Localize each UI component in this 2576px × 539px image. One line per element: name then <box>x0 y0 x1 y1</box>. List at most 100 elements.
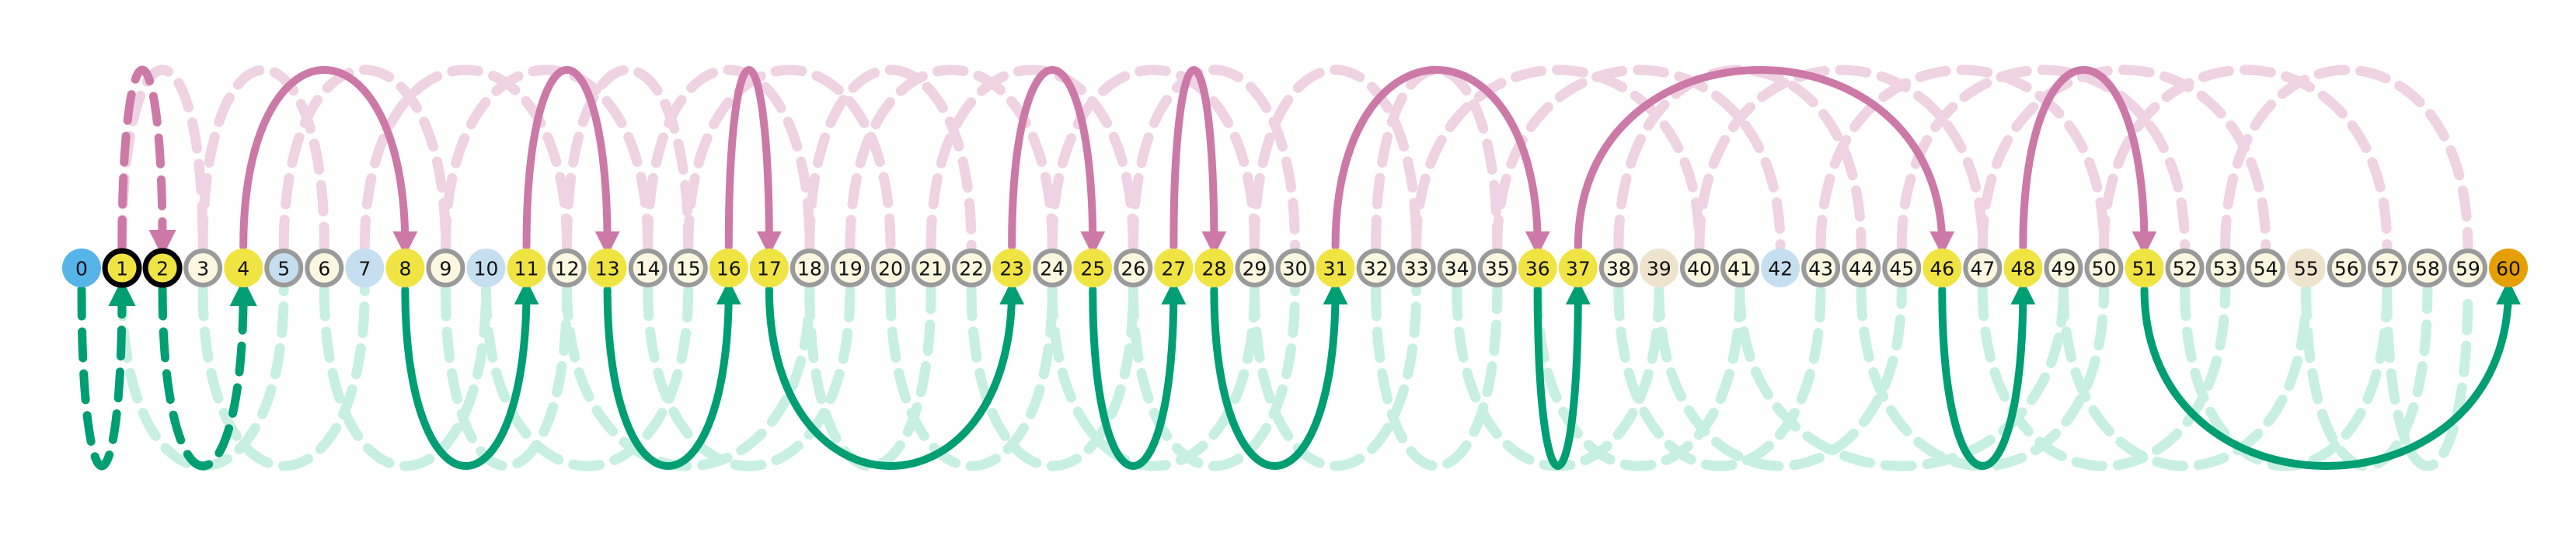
faint-top-arc <box>197 64 329 252</box>
node-11: 11 <box>507 249 546 287</box>
main-top-arc <box>2019 66 2157 256</box>
main-top-arc <box>522 66 620 256</box>
main-top-arc <box>1008 66 1106 256</box>
node-circle <box>2044 249 2083 287</box>
node-circle <box>1639 249 1678 287</box>
node-circle <box>1033 249 1072 287</box>
node-label: 2 <box>156 258 169 280</box>
node-label: 52 <box>2173 258 2198 280</box>
node-label: 34 <box>1445 258 1469 280</box>
node-label: 19 <box>838 258 863 280</box>
node-label: 25 <box>1080 258 1105 280</box>
faint-top-arc <box>804 64 977 252</box>
node-9: 9 <box>426 249 465 287</box>
node-10: 10 <box>466 249 506 287</box>
node-label: 24 <box>1040 258 1065 280</box>
node-label: 4 <box>237 258 249 280</box>
node-4: 4 <box>224 249 263 287</box>
node-8: 8 <box>385 249 425 287</box>
node-label: 48 <box>2010 258 2035 280</box>
faint-top-arc <box>1249 64 1422 252</box>
faint-bottom-arc <box>440 284 573 471</box>
node-24: 24 <box>1033 249 1072 287</box>
faint-bottom-arc <box>966 284 1138 471</box>
faint-bottom-arc <box>1977 284 2231 471</box>
node-circle <box>992 249 1032 287</box>
node-label: 53 <box>2213 258 2238 280</box>
node-circle <box>2448 249 2487 287</box>
faint-bottom-arc <box>643 284 856 471</box>
node-18: 18 <box>790 249 829 287</box>
node-label: 12 <box>555 258 580 280</box>
faint-bottom-arc <box>1047 284 1260 471</box>
node-label: 36 <box>1525 258 1550 280</box>
node-circle <box>2084 249 2124 287</box>
node-label: 59 <box>2456 258 2480 280</box>
node-42: 42 <box>1761 249 1800 287</box>
node-30: 30 <box>1275 249 1315 287</box>
node-label: 35 <box>1485 258 1510 280</box>
node-label: 1 <box>116 258 128 280</box>
faint-bottom-arc <box>2058 284 2312 471</box>
node-label: 0 <box>75 258 88 280</box>
node-53: 53 <box>2205 249 2245 287</box>
node-circle <box>385 249 425 287</box>
node-circle <box>628 249 668 287</box>
main-top-arc <box>1331 66 1550 256</box>
node-21: 21 <box>912 249 951 287</box>
node-circle <box>1316 249 1355 287</box>
faint-bottom-arc <box>562 284 815 471</box>
node-circle <box>1720 249 1760 287</box>
node-circle <box>547 249 587 287</box>
main-top-arc <box>1169 65 1227 256</box>
node-circle <box>668 249 708 287</box>
node-circle <box>305 249 344 287</box>
dashed-top-arc <box>117 65 176 258</box>
node-label: 22 <box>959 258 984 280</box>
main-bottom-arc <box>2140 280 2521 470</box>
node-34: 34 <box>1437 249 1476 287</box>
node-label: 43 <box>1808 258 1833 280</box>
node-label: 5 <box>277 258 290 280</box>
node-22: 22 <box>952 249 992 287</box>
node-circle <box>1275 249 1315 287</box>
faint-top-arc <box>1694 64 1988 252</box>
node-label: 50 <box>2092 258 2117 280</box>
main-bottom-arc <box>1210 280 1348 470</box>
node-54: 54 <box>2246 249 2285 287</box>
node-circle <box>2165 249 2205 287</box>
node-circle <box>1194 249 1234 287</box>
node-57: 57 <box>2367 249 2407 287</box>
node-circle <box>2489 249 2528 287</box>
node-37: 37 <box>1558 249 1598 287</box>
node-circle <box>1761 249 1800 287</box>
faint-top-arc <box>1128 64 1300 252</box>
node-circle <box>1922 249 1962 287</box>
node-label: 46 <box>1929 258 1954 280</box>
node-label: 51 <box>2132 258 2157 280</box>
faint-top-arc <box>845 64 1058 252</box>
node-29: 29 <box>1235 249 1274 287</box>
node-60: 60 <box>2489 249 2528 287</box>
node-13: 13 <box>587 249 627 287</box>
main-top-arc <box>724 65 782 256</box>
node-label: 26 <box>1121 258 1145 280</box>
node-2: 2 <box>142 248 183 288</box>
node-circle <box>142 248 183 288</box>
node-label: 44 <box>1849 258 1874 280</box>
node-label: 31 <box>1323 258 1348 280</box>
node-label: 41 <box>1727 258 1752 280</box>
node-circle <box>1882 249 1922 287</box>
node-circle <box>507 249 546 287</box>
node-circle <box>2327 249 2366 287</box>
node-25: 25 <box>1073 249 1113 287</box>
faint-top-arc <box>278 64 451 252</box>
node-1: 1 <box>102 248 142 288</box>
faint-bottom-arc <box>2382 284 2473 471</box>
node-circle <box>1073 249 1113 287</box>
node-19: 19 <box>830 249 870 287</box>
main-top-arc <box>239 66 418 256</box>
node-circle <box>749 249 789 287</box>
